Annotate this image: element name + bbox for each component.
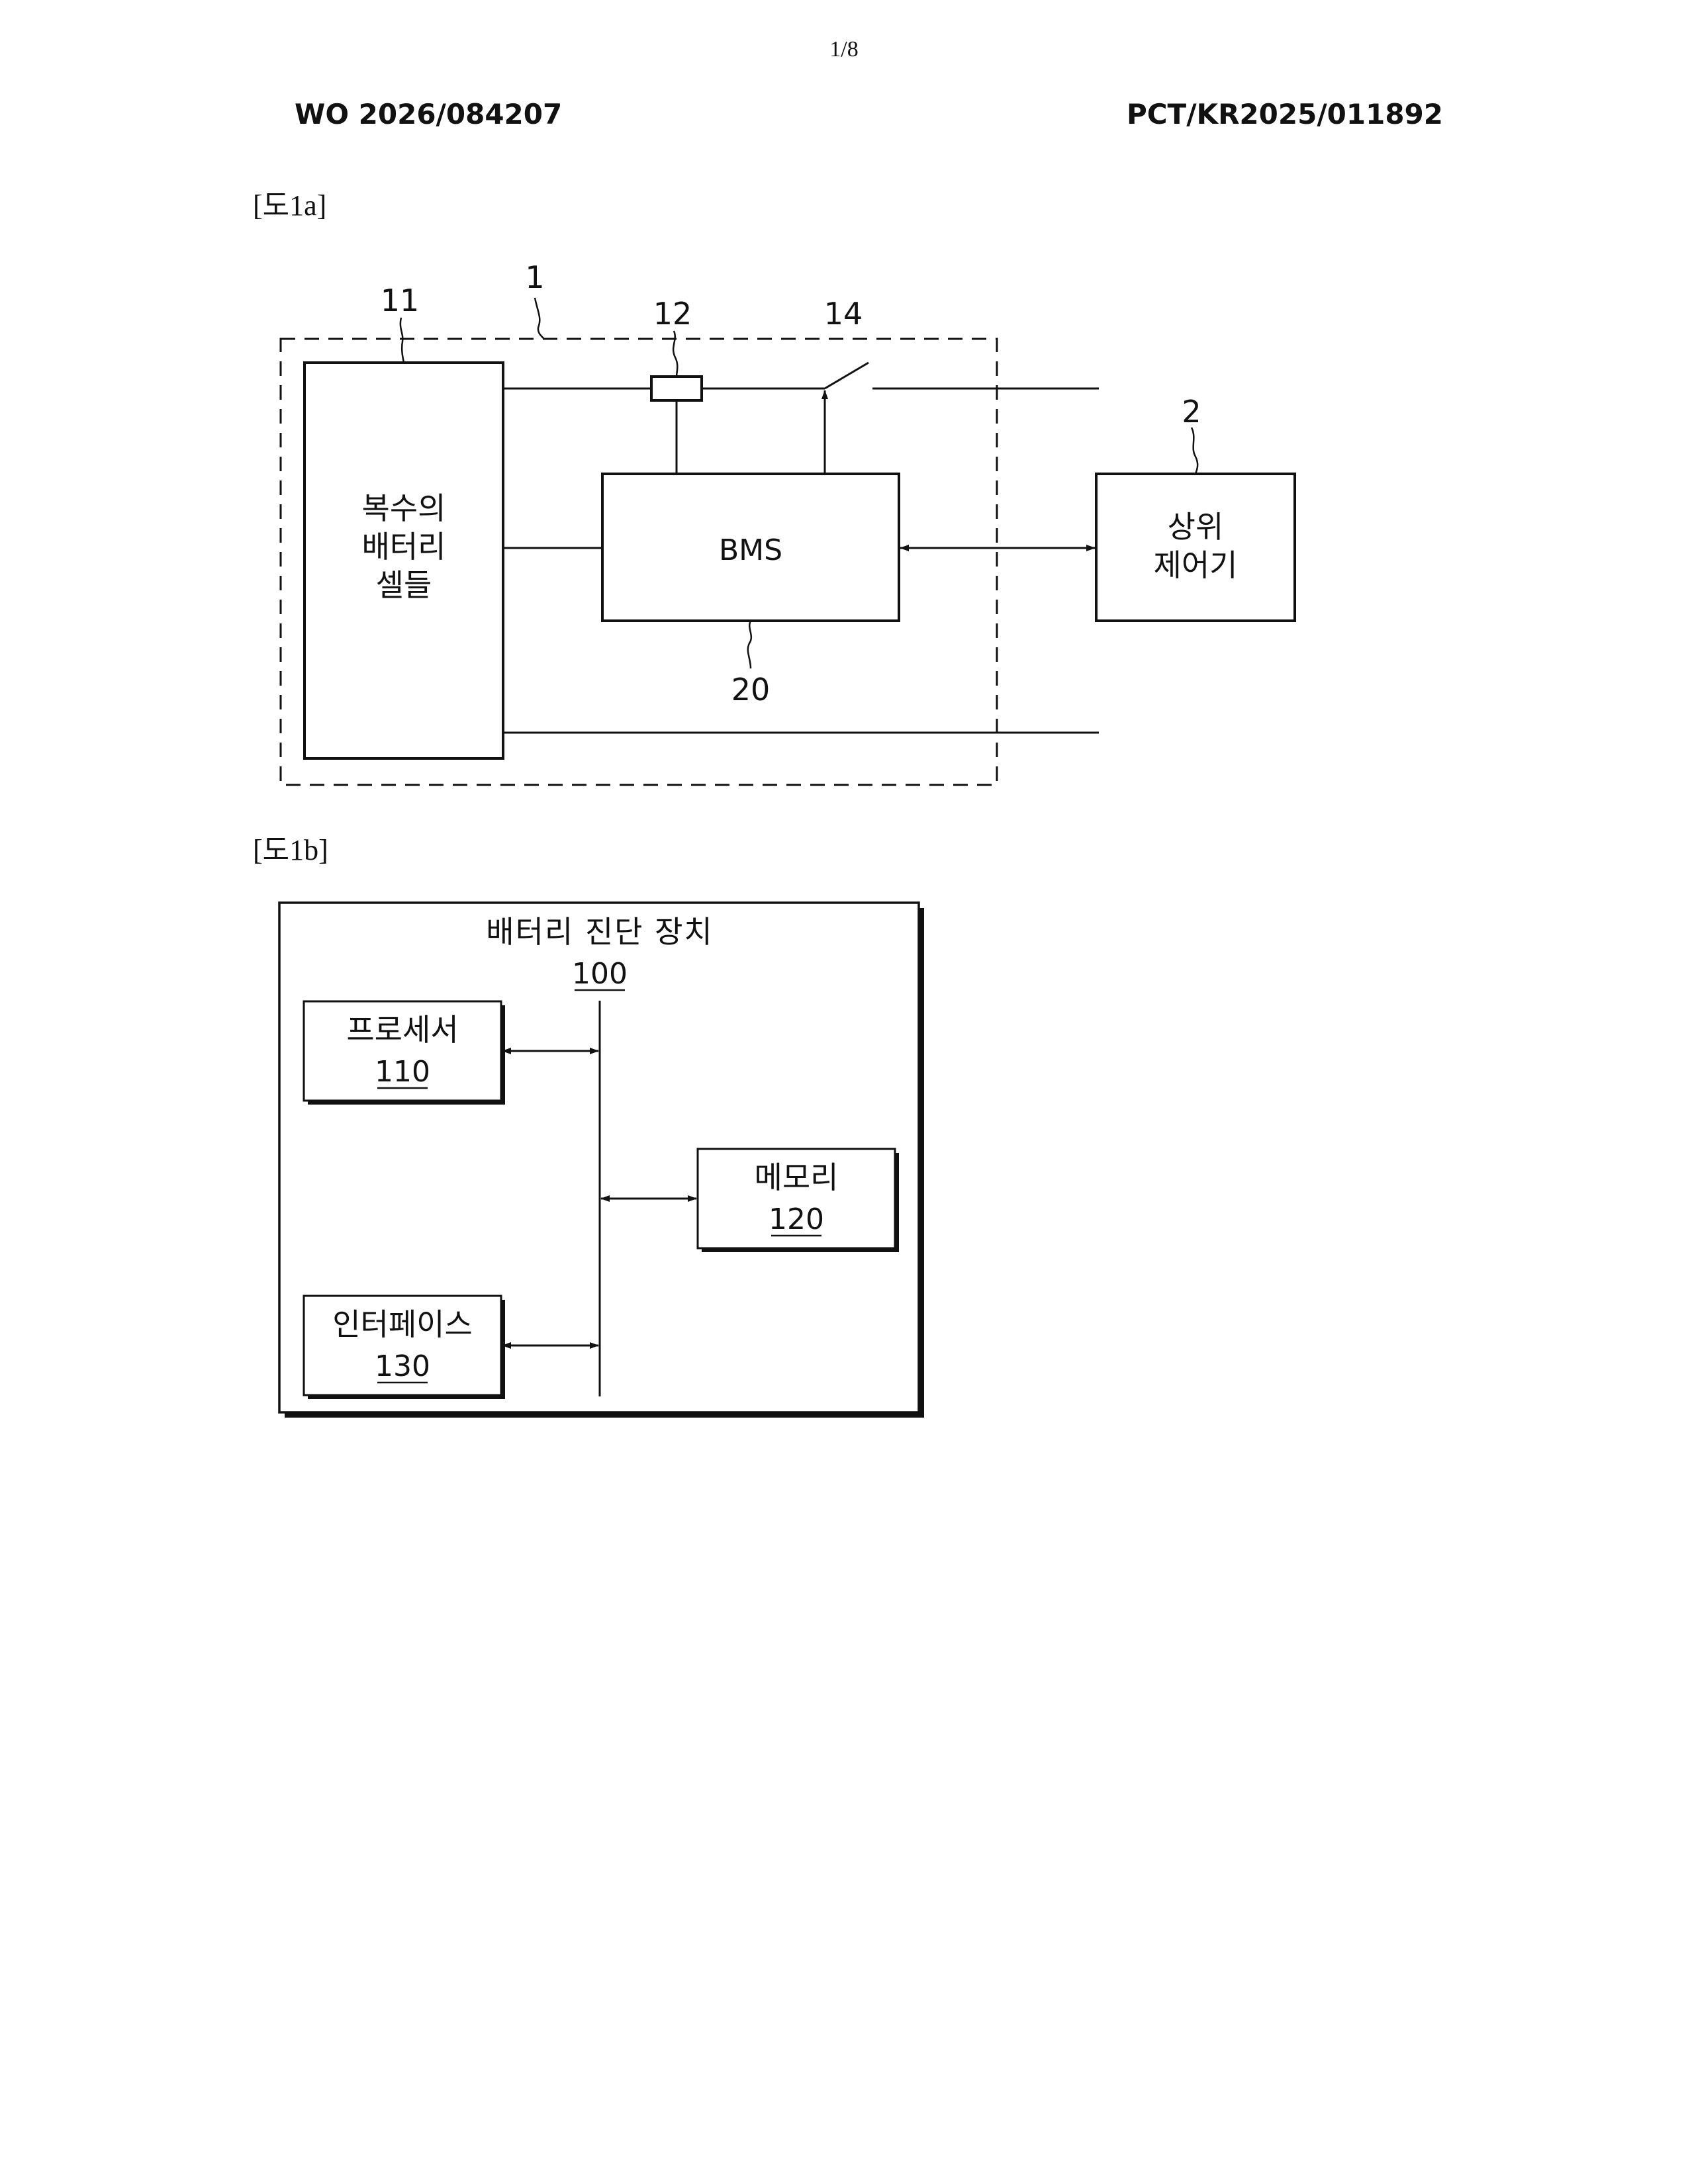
device-title: 배터리 진단 장치 (486, 914, 713, 950)
device-ref: 100 (572, 957, 628, 991)
interface-ref: 130 (375, 1349, 430, 1383)
cells-label-line2: 배터리 (362, 529, 446, 565)
controller-label-line1: 상위 (1168, 509, 1224, 545)
leader-line-sensor (673, 331, 677, 377)
memory-title: 메모리 (755, 1160, 839, 1195)
leader-line-system (535, 298, 544, 339)
cells-label-line1: 복수의 (362, 490, 446, 526)
ref-switch: 14 (824, 296, 863, 332)
processor-ref: 110 (375, 1055, 430, 1089)
leader-line-cells (400, 318, 404, 363)
ref-cells: 11 (381, 283, 420, 318)
memory-ref: 120 (769, 1203, 824, 1236)
processor-title: 프로세서 (346, 1012, 458, 1048)
switch-blade (825, 363, 868, 388)
leader-line-bms (748, 621, 751, 668)
current-sensor (651, 377, 702, 400)
ref-sensor: 12 (653, 296, 692, 332)
interface-title: 인터페이스 (332, 1306, 473, 1342)
cells-label-line3: 셀들 (376, 567, 432, 603)
leader-line-controller (1192, 428, 1197, 474)
bms-label: BMS (719, 533, 782, 567)
ref-bms: 20 (731, 672, 771, 707)
ref-controller: 2 (1182, 394, 1201, 430)
ref-system: 1 (525, 259, 544, 295)
controller-label-line2: 제어기 (1154, 547, 1238, 583)
